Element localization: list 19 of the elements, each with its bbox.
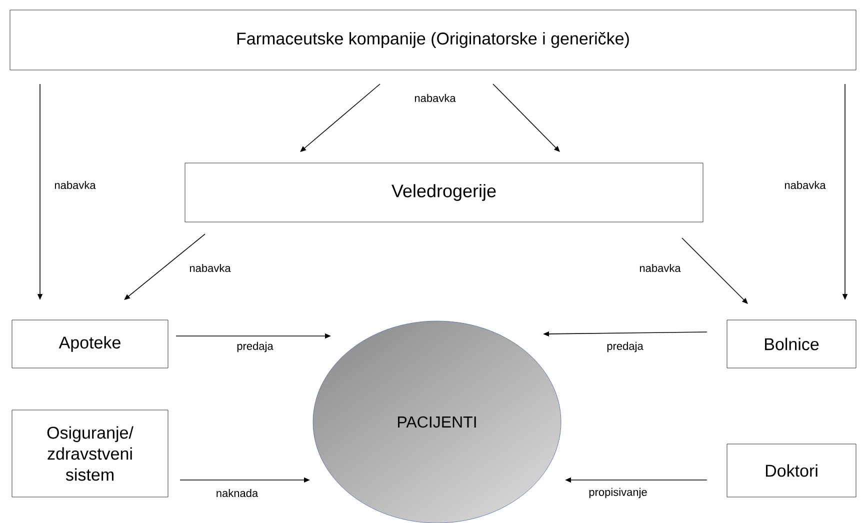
arrow xyxy=(492,84,560,152)
edge-label: nabavka xyxy=(188,262,232,274)
process-box: Doktori xyxy=(726,444,856,498)
edge-label: nabavka xyxy=(53,180,97,190)
edge-label: nabavka xyxy=(638,262,682,274)
edge-label: predaja xyxy=(236,340,274,354)
process-box: Osiguranje/ zdravstveni sistem xyxy=(12,410,168,498)
process-box: Farmaceutske kompanije (Originatorske i generičke) xyxy=(10,10,856,70)
arrow xyxy=(682,238,748,304)
edge-label: naknada xyxy=(214,488,260,498)
edge-label: propisivanje xyxy=(588,486,648,500)
edge-label: predaja xyxy=(606,340,644,354)
process-box: Veledrogerije xyxy=(184,162,704,222)
process-box: Apoteke xyxy=(12,320,168,368)
process-box: Bolnice xyxy=(726,320,856,368)
text-label: nabavka xyxy=(413,92,457,104)
arrow xyxy=(300,84,380,152)
arrow xyxy=(124,234,206,300)
edge-label: nabavka xyxy=(783,180,827,190)
